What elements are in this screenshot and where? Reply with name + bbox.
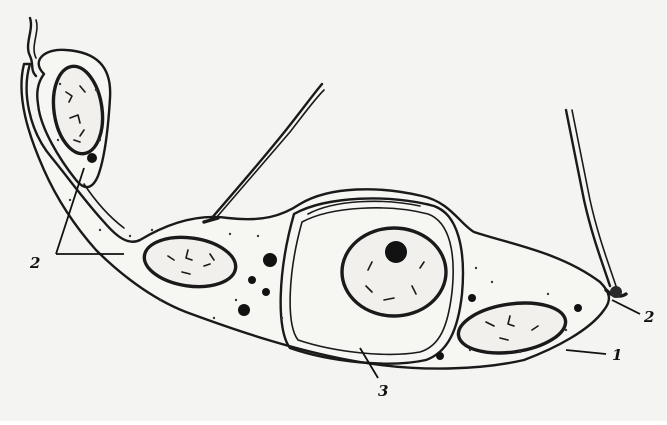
granule-3 bbox=[262, 288, 270, 296]
label-2-left: 2 bbox=[29, 254, 40, 272]
granule-6 bbox=[436, 352, 444, 360]
leader-2-right bbox=[612, 300, 640, 314]
right-basal-granule bbox=[610, 286, 622, 298]
flagellum-top-left-inner bbox=[34, 20, 37, 58]
leader-1 bbox=[566, 350, 606, 354]
granule-4 bbox=[238, 304, 250, 316]
flagellum-center bbox=[210, 84, 322, 220]
central-nucleolus bbox=[385, 241, 407, 263]
flagellum-right bbox=[566, 110, 610, 286]
label-3: 3 bbox=[378, 382, 388, 400]
granule-1 bbox=[263, 253, 277, 267]
granule-5 bbox=[468, 294, 476, 302]
label-2-right: 2 bbox=[643, 308, 654, 326]
label-1: 1 bbox=[612, 346, 622, 364]
upper-left-granule bbox=[87, 153, 97, 163]
granule-2 bbox=[248, 276, 256, 284]
granule-7 bbox=[574, 304, 582, 312]
flagellum-right-inner bbox=[572, 110, 616, 286]
